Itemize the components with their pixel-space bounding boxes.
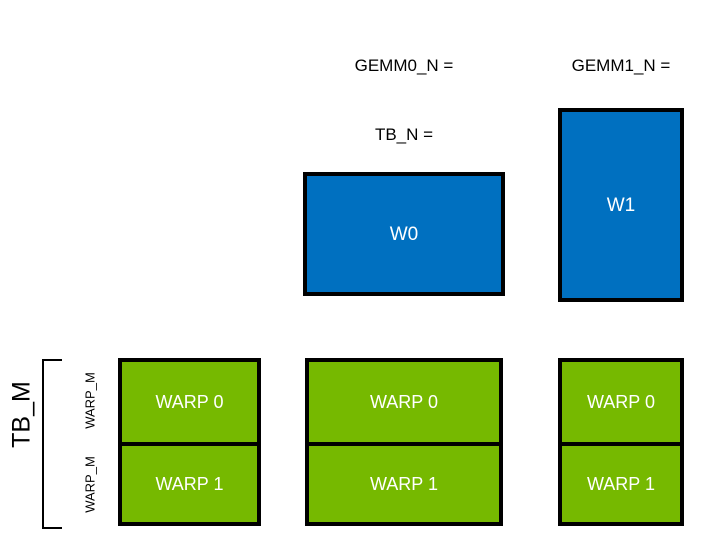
- green-cell: WARP 1: [562, 442, 680, 522]
- caption-line: GEMM0_N =: [354, 56, 454, 75]
- caption-line: TB_N =: [374, 125, 434, 144]
- green-cell-label: WARP 1: [155, 474, 224, 494]
- blue-tile-w0: W0: [303, 172, 505, 296]
- blue-tile-label: W1: [606, 194, 636, 216]
- tb-m-label: TB_M: [7, 381, 36, 448]
- green-cell-label: WARP 1: [586, 474, 656, 494]
- green-cell: WARP 1: [122, 442, 257, 522]
- green-column-0: WARP 0 WARP 1: [118, 358, 261, 526]
- green-cell: WARP 1: [309, 442, 499, 522]
- warp-m-label-bottom: WARP_M: [82, 456, 98, 513]
- green-cell: WARP 0: [309, 362, 499, 442]
- blue-tile-label: W0: [389, 223, 419, 245]
- green-cell: WARP 0: [562, 362, 680, 442]
- green-cell-label: WARP 1: [369, 474, 439, 494]
- green-cell-label: WARP 0: [586, 392, 656, 412]
- green-cell: WARP 0: [122, 362, 257, 442]
- green-cell-label: WARP 0: [369, 392, 439, 412]
- blue-tile-w1: W1: [558, 108, 684, 302]
- tb-m-bracket: [42, 359, 62, 529]
- warp-m-label-top: WARP_M: [82, 372, 98, 429]
- green-column-2: WARP 0 WARP 1: [558, 358, 684, 526]
- green-column-1: WARP 0 WARP 1: [305, 358, 503, 526]
- green-cell-label: WARP 0: [155, 392, 224, 412]
- caption-line: GEMM1_N =: [571, 56, 671, 75]
